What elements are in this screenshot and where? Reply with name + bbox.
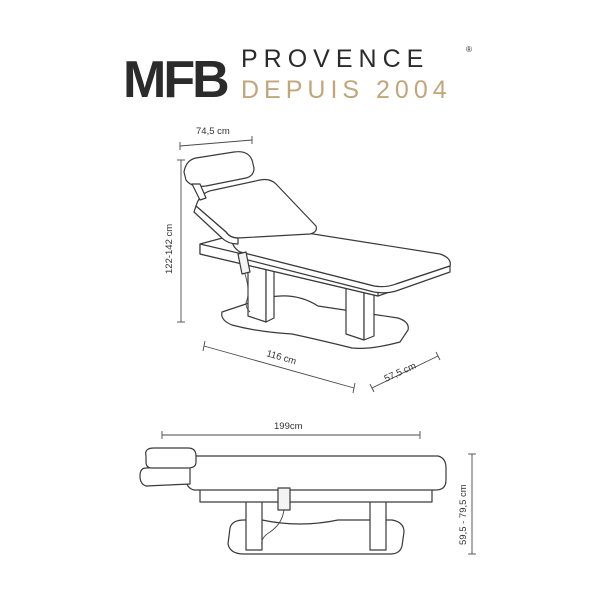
dimension-label: 57,5 cm <box>383 360 418 384</box>
dimension-height-flat: 59,5 - 79,5 cm <box>458 453 476 555</box>
flat-table-headrest <box>145 447 197 469</box>
dimension-total-length: 199cm <box>161 421 421 439</box>
dimension-label: 122-142 cm <box>164 224 175 274</box>
flat-table-base-plate <box>227 519 405 555</box>
table-backrest-side <box>193 205 239 245</box>
dimension-line <box>371 355 439 389</box>
dimension-label: 74,5 cm <box>196 126 230 137</box>
dimension-tick <box>369 383 375 393</box>
dimension-headrest-width: 74,5 cm <box>179 126 253 150</box>
dimension-base-width: 57,5 cm <box>369 351 441 393</box>
brand-logo: MFB PROVENCE ® DEPUIS 2004 <box>123 45 472 109</box>
remote-control <box>237 251 251 275</box>
remote-cable <box>244 273 251 313</box>
dimension-tick <box>352 382 356 394</box>
dimension-line <box>203 345 355 389</box>
flat-table-left-leg <box>245 499 263 551</box>
flat-table-remote-cable <box>261 509 285 547</box>
brand-mfb-text: MFB <box>123 51 228 109</box>
dimension-label: 59,5 - 79,5 cm <box>458 484 469 545</box>
table-mattress-side <box>239 251 451 294</box>
flat-table-remote <box>277 487 291 511</box>
dimension-height-inclined: 122-142 cm <box>164 159 185 323</box>
flat-table-right-leg <box>369 499 387 551</box>
dimension-base-length: 116 cm <box>202 340 356 394</box>
dimension-tick <box>435 351 441 361</box>
dimension-line <box>179 139 253 147</box>
flat-table-illustration <box>139 447 447 555</box>
brand-depuis-text: DEPUIS 2004 <box>241 76 452 104</box>
dimension-tick <box>202 340 206 352</box>
flat-table-backrest <box>139 465 191 487</box>
flat-table-mattress <box>185 455 447 491</box>
brand-registered-mark: ® <box>466 45 472 54</box>
table-headrest-support <box>191 183 207 201</box>
inclined-table-illustration <box>183 151 451 349</box>
dimension-label: 199cm <box>274 421 303 432</box>
brand-provence-text: PROVENCE <box>241 45 429 73</box>
table-headrest <box>183 151 255 187</box>
